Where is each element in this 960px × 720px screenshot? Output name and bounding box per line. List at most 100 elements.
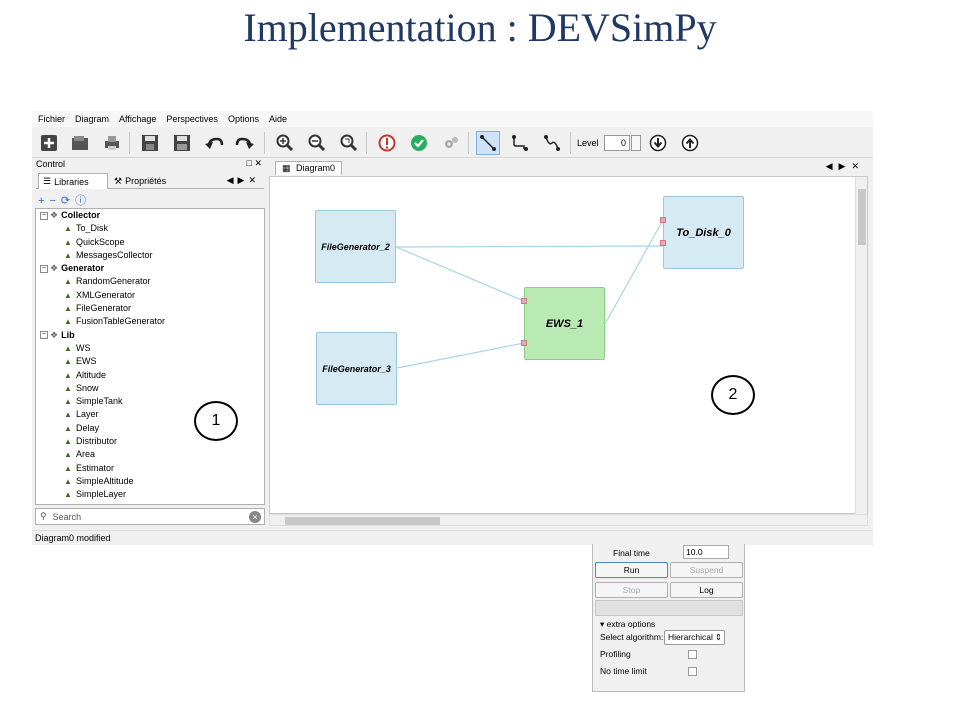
tree-category[interactable]: −❖Collector — [36, 209, 264, 222]
tree-item[interactable]: ▲Altitude — [36, 369, 264, 382]
search-bar[interactable]: ⚲ Search × — [35, 508, 265, 525]
error-check-icon[interactable] — [375, 131, 399, 155]
add-library-icon[interactable]: + — [38, 195, 50, 207]
block-ews-1[interactable]: EWS_1 — [524, 287, 605, 360]
tree-item[interactable]: ▲Estimator — [36, 462, 264, 475]
final-time-input[interactable]: 10.0 — [683, 545, 729, 559]
new-diagram-icon[interactable] — [37, 131, 61, 155]
block-to-disk-0[interactable]: To_Disk_0 — [663, 196, 744, 269]
menu-affichage[interactable]: Affichage — [119, 114, 157, 124]
menu-fichier[interactable]: Fichier — [38, 114, 66, 124]
algorithm-select[interactable]: Hierarchical⇕ — [664, 630, 725, 645]
ews-input-port-1[interactable] — [521, 298, 527, 304]
remove-library-icon[interactable]: − — [49, 195, 61, 207]
tree-item[interactable]: ▲RandomGenerator — [36, 275, 264, 288]
save-as-icon[interactable] — [170, 131, 194, 155]
tree-category[interactable]: −❖Generator — [36, 262, 264, 275]
vertical-scroll-thumb[interactable] — [858, 189, 866, 245]
tree-item[interactable]: ▲Snow — [36, 382, 264, 395]
disk-input-port-2[interactable] — [660, 240, 666, 246]
collapse-icon[interactable]: − — [40, 264, 48, 273]
tree-item[interactable]: ▲Delay — [36, 422, 264, 435]
save-icon[interactable] — [138, 131, 162, 155]
link-fg3-ews — [396, 342, 525, 369]
tree-category-label: Collector — [61, 210, 101, 220]
clear-search-icon[interactable]: × — [249, 511, 261, 523]
menu-aide[interactable]: Aide — [268, 114, 287, 124]
model-icon: ▲ — [64, 410, 72, 420]
gear-icon[interactable] — [439, 131, 463, 155]
link-ews-disk — [604, 219, 664, 325]
link-layer — [395, 219, 664, 369]
suspend-button[interactable]: Suspend — [670, 562, 743, 578]
ews-input-port-2[interactable] — [521, 340, 527, 346]
search-input[interactable]: Search — [52, 511, 82, 522]
square-link-icon[interactable] — [508, 131, 532, 155]
tree-item[interactable]: ▲FusionTableGenerator — [36, 315, 264, 328]
tab-diagram0[interactable]: ▦ Diagram0 — [275, 161, 343, 175]
simulation-progress-bar — [595, 600, 743, 616]
extra-options-toggle[interactable]: ▾ extra options — [600, 619, 655, 630]
link-fg2-disk — [395, 245, 664, 248]
zoom-out-icon[interactable] — [305, 131, 329, 155]
collapse-icon[interactable]: − — [40, 331, 48, 340]
tree-item[interactable]: ▲EWS — [36, 355, 264, 368]
menu-perspectives[interactable]: Perspectives — [166, 114, 218, 124]
tree-item[interactable]: ▲Distributor — [36, 435, 264, 448]
diagram-canvas[interactable]: FileGenerator_2 FileGenerator_3 EWS_1 To… — [269, 176, 868, 515]
tree-item[interactable]: ▲SimpleTank — [36, 395, 264, 408]
tree-item[interactable]: ▲Area — [36, 448, 264, 461]
diagram-icon: ▦ — [282, 163, 291, 173]
tab-scroll-arrows[interactable]: ◀▶✕ — [226, 175, 260, 185]
no-time-limit-checkbox[interactable] — [688, 667, 697, 676]
collapse-icon[interactable]: − — [40, 211, 48, 220]
zoom-in-icon[interactable] — [273, 131, 297, 155]
validate-icon[interactable] — [407, 131, 431, 155]
tree-item[interactable]: ▲FileGenerator — [36, 302, 264, 315]
tree-item[interactable]: ▲WS — [36, 342, 264, 355]
vertical-scrollbar[interactable] — [855, 177, 867, 515]
simulation-panel: Final time 10.0 Run Suspend Stop Log ▾ e… — [592, 544, 745, 692]
block-filegenerator-3[interactable]: FileGenerator_3 — [316, 332, 397, 405]
horizontal-scroll-thumb[interactable] — [285, 517, 440, 525]
run-button[interactable]: Run — [595, 562, 668, 578]
zoom-reset-icon[interactable] — [337, 131, 361, 155]
open-icon[interactable] — [68, 131, 92, 155]
model-icon: ▲ — [64, 383, 72, 393]
tree-item[interactable]: ▲Layer — [36, 408, 264, 421]
horizontal-scrollbar[interactable] — [269, 514, 868, 526]
linear-link-icon[interactable] — [540, 131, 564, 155]
menu-options[interactable]: Options — [227, 114, 259, 124]
tree-item[interactable]: ▲XMLGenerator — [36, 289, 264, 302]
level-down-icon[interactable] — [646, 131, 670, 155]
model-icon: ▲ — [64, 290, 72, 300]
tree-category[interactable]: −❖Lib — [36, 329, 264, 342]
info-icon[interactable]: ⓘ — [75, 195, 92, 207]
diagram-tab-arrows[interactable]: ◀▶✕ — [825, 161, 865, 171]
level-spinner[interactable] — [631, 135, 641, 151]
stop-button[interactable]: Stop — [595, 582, 668, 598]
tree-item-label: Delay — [76, 422, 100, 433]
level-label: Level — [577, 138, 599, 148]
direct-link-icon[interactable] — [476, 131, 500, 155]
control-window-buttons[interactable]: □ ✕ — [246, 158, 262, 168]
tab-libraries[interactable]: ☰ Libraries — [38, 173, 108, 189]
profiling-checkbox[interactable] — [688, 650, 697, 659]
menu-diagram[interactable]: Diagram — [75, 114, 110, 124]
log-button[interactable]: Log — [670, 582, 743, 598]
tab-proprietes[interactable]: ⚒ Propriétés — [110, 173, 190, 189]
redo-icon[interactable] — [233, 131, 257, 155]
libraries-icon: ☰ — [43, 176, 52, 186]
tree-item[interactable]: ▲SimpleLayer — [36, 488, 264, 501]
undo-icon[interactable] — [202, 131, 226, 155]
refresh-icon[interactable]: ⟳ — [60, 195, 76, 207]
print-icon[interactable] — [100, 131, 124, 155]
level-up-icon[interactable] — [678, 131, 702, 155]
tree-item[interactable]: ▲QuickScope — [36, 236, 264, 249]
tree-item[interactable]: ▲SimpleAltitude — [36, 475, 264, 488]
tree-item[interactable]: ▲To_Disk — [36, 222, 264, 235]
level-input[interactable]: 0 — [604, 135, 630, 151]
block-filegenerator-2[interactable]: FileGenerator_2 — [315, 210, 396, 283]
disk-input-port-1[interactable] — [660, 217, 666, 223]
tree-item[interactable]: ▲MessagesCollector — [36, 249, 264, 262]
